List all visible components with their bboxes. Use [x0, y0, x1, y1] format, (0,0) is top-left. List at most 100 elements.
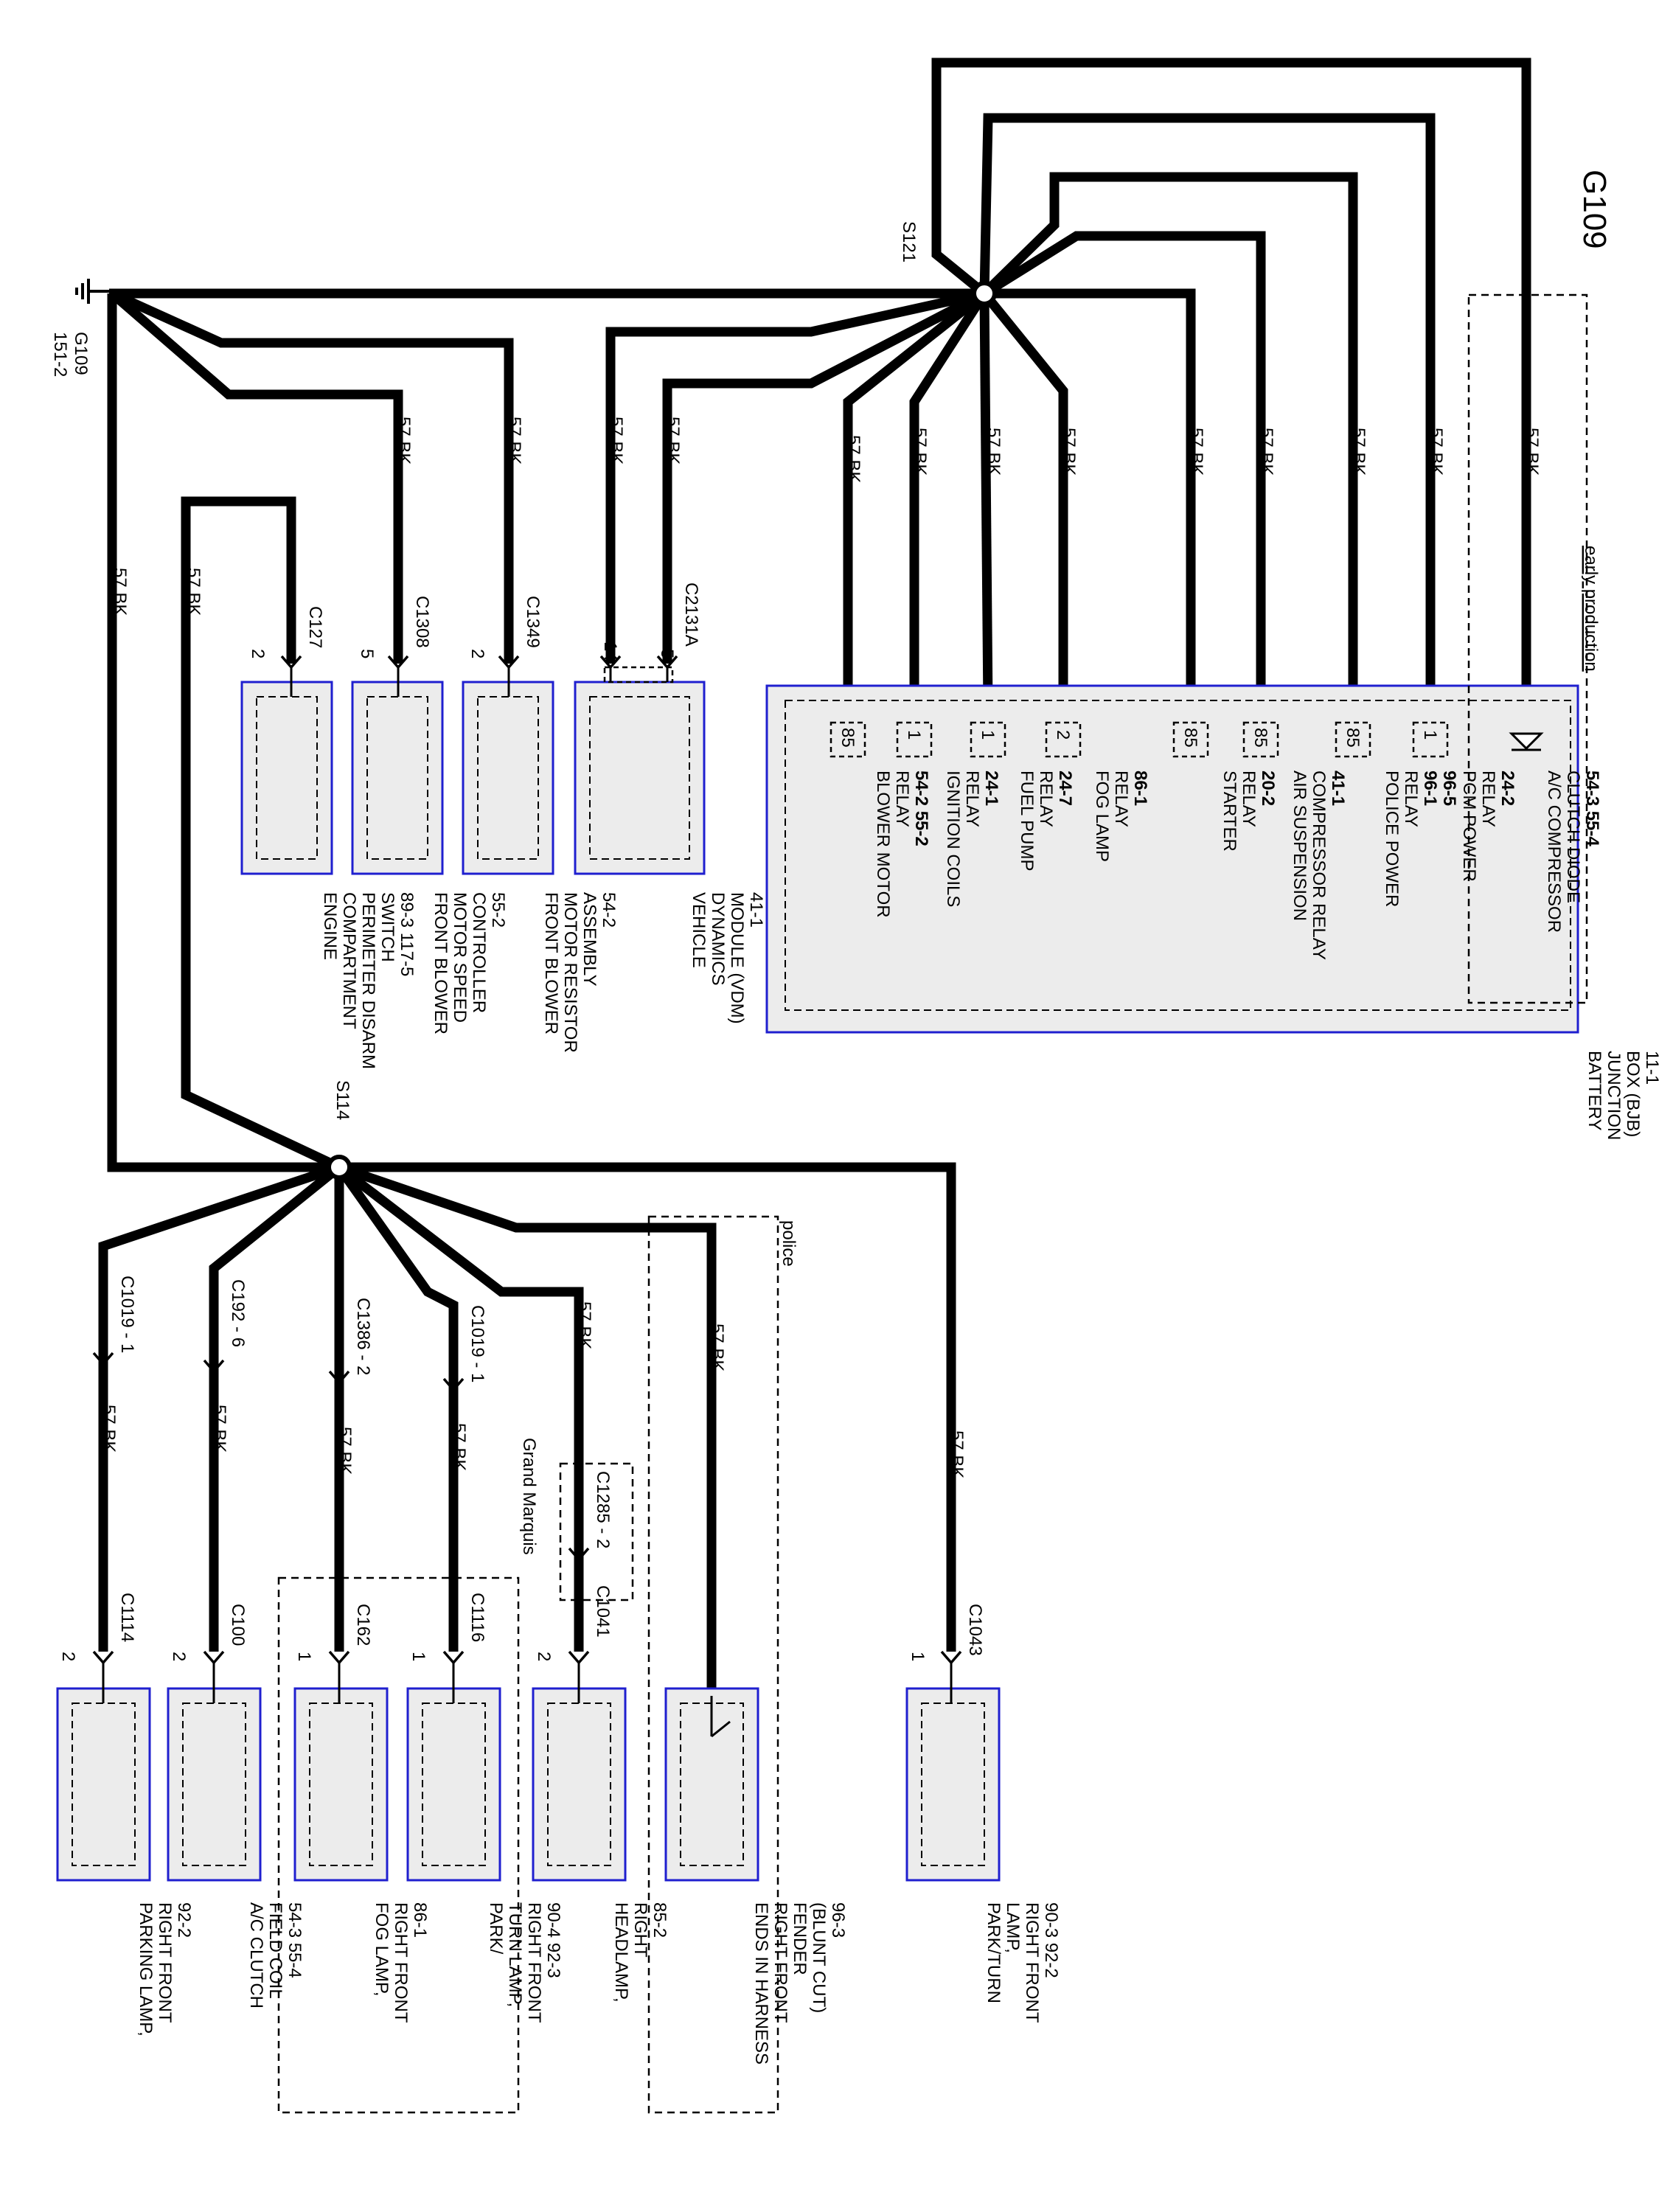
- connector-label: C1114: [117, 1593, 137, 1642]
- svg-text:RELAY: RELAY: [1239, 771, 1259, 827]
- inline-connector-label: C1019 - 1: [117, 1276, 137, 1353]
- svg-text:COMPRESSOR RELAY: COMPRESSOR RELAY: [1309, 771, 1329, 960]
- svg-text:89-3 117-5: 89-3 117-5: [397, 892, 417, 976]
- ground-page-ref: 151-2: [50, 332, 70, 377]
- wire-label: 57 BK: [606, 417, 626, 465]
- svg-text:FOG LAMP: FOG LAMP: [1092, 771, 1112, 862]
- svg-text:CONTROLLER: CONTROLLER: [469, 892, 489, 1013]
- svg-text:IGNITION COILS: IGNITION COILS: [943, 771, 963, 907]
- wire-label: 57 BK: [394, 417, 414, 465]
- svg-text:ENGINE: ENGINE: [320, 892, 340, 960]
- bjb-label: BATTERY JUNCTION BOX (BJB) 11-1: [1585, 1051, 1659, 1140]
- svg-text:24-7: 24-7: [1055, 771, 1075, 806]
- pin-number: 1: [1503, 730, 1523, 740]
- svg-text:MODULE (VDM): MODULE (VDM): [727, 892, 747, 1024]
- connector-chevron-icons: [280, 655, 678, 697]
- svg-text:86-1: 86-1: [410, 1902, 430, 1938]
- svg-text:RELAY: RELAY: [1401, 771, 1421, 827]
- svg-text:RIGHT FRONT: RIGHT FRONT: [391, 1902, 411, 2023]
- connector-label: C1349: [523, 596, 543, 648]
- connector-label: C1043: [965, 1604, 985, 1656]
- svg-text:RELAY: RELAY: [1036, 771, 1056, 827]
- diagram-title: G109: [1576, 170, 1613, 249]
- wire-label: 57 BK: [910, 428, 930, 476]
- svg-text:96-5: 96-5: [1439, 771, 1459, 806]
- wire-label: 57 BK: [1426, 428, 1446, 476]
- wire-label: 57 BK: [449, 1423, 469, 1471]
- inline-connector-label: C192 - 6: [228, 1279, 248, 1347]
- svg-text:(BLUNT CUT): (BLUNT CUT): [809, 1902, 829, 2013]
- relay-label: POLICE POWER RELAY 96-1 96-5: [1382, 771, 1459, 907]
- component-harness-end: [664, 1687, 759, 1882]
- component-blower-resistor: [462, 681, 554, 875]
- svg-text:RELAY: RELAY: [1111, 771, 1131, 827]
- component-label: PARK/ TURN LAMP, RIGHT FRONT 90-4 92-3: [486, 1902, 563, 2023]
- component-label: ENDS IN HARNESS RIGHT FRONT FENDER (BLUN…: [751, 1902, 848, 2065]
- svg-text:RIGHT: RIGHT: [630, 1902, 650, 1958]
- svg-text:COMPARTMENT: COMPARTMENT: [339, 892, 359, 1029]
- svg-text:AIR SUSPENSION: AIR SUSPENSION: [1290, 771, 1310, 921]
- svg-text:FENDER: FENDER: [790, 1902, 810, 1975]
- wire-label: 57 BK: [844, 435, 863, 483]
- pin-number: 1: [294, 1652, 314, 1661]
- wire-label: 57 BK: [574, 1301, 594, 1349]
- svg-text:PERIMETER DISARM: PERIMETER DISARM: [358, 892, 378, 1069]
- component-park-turn-lamp-rf: [905, 1687, 1001, 1882]
- pin-number: 85: [838, 728, 858, 748]
- splice-s114: [327, 1155, 352, 1180]
- svg-text:86-1: 86-1: [1130, 771, 1150, 806]
- inline-connector-label: C1386 - 2: [353, 1298, 373, 1375]
- wire-label: 57 BK: [984, 428, 1004, 476]
- svg-text:RIGHT FRONT: RIGHT FRONT: [1022, 1902, 1042, 2023]
- pin-number: 85: [1180, 728, 1200, 748]
- grand-marquis-region: [277, 1576, 520, 2114]
- wire-label: 57 BK: [947, 1430, 967, 1478]
- connector-label: C1041: [593, 1585, 613, 1638]
- svg-text:A/C COMPRESSOR: A/C COMPRESSOR: [1544, 771, 1564, 933]
- svg-text:55-2: 55-2: [488, 892, 508, 928]
- svg-text:PARK/TURN: PARK/TURN: [984, 1902, 1004, 2003]
- svg-text:RELAY: RELAY: [892, 771, 912, 827]
- svg-text:PARK/: PARK/: [486, 1902, 506, 1955]
- component-label: FRONT BLOWER MOTOR SPEED CONTROLLER 55-2: [431, 892, 508, 1034]
- wire-label: 57 BK: [1059, 428, 1079, 476]
- wire-label: 57 BK: [99, 1405, 119, 1453]
- wire-label: 57 BK: [1349, 428, 1368, 476]
- svg-text:FIELD COIL: FIELD COIL: [265, 1902, 285, 1999]
- svg-text:RELAY: RELAY: [1478, 771, 1498, 827]
- svg-text:96-3: 96-3: [828, 1902, 848, 1938]
- component-label: PARK/TURN LAMP, RIGHT FRONT 90-3 92-2: [984, 1902, 1061, 2023]
- ground-symbol-icon: [75, 279, 111, 304]
- component-ac-clutch-coil: [167, 1687, 262, 1882]
- wires: [98, 58, 1531, 1696]
- pin-number: 14: [600, 641, 620, 661]
- relay-label: IGNITION COILS RELAY 24-1: [943, 771, 1001, 907]
- svg-text:92-2: 92-2: [174, 1902, 194, 1938]
- svg-text:54-3 55-4: 54-3 55-4: [1582, 771, 1602, 846]
- battery-junction-box: [765, 293, 1588, 1034]
- wire-labels: 57 BK 57 BK 57 BK 57 BK 57 BK 57 BK 57 B…: [99, 417, 1542, 1478]
- svg-text:MOTOR RESISTOR: MOTOR RESISTOR: [560, 892, 580, 1053]
- wire-label: 57 BK: [707, 1324, 727, 1371]
- component-label: FRONT BLOWER MOTOR RESISTOR ASSEMBLY 54-…: [541, 892, 619, 1053]
- pin-number: 2: [467, 649, 487, 658]
- police-region: [647, 1215, 779, 2114]
- relay-label: A/C COMPRESSOR CLUTCH DIODE 54-3 55-4: [1544, 771, 1602, 933]
- pin-number: 2: [169, 1652, 189, 1661]
- svg-text:RIGHT FRONT: RIGHT FRONT: [155, 1902, 175, 2023]
- wire-label: 57 BK: [335, 1427, 355, 1475]
- component-label: PARKING LAMP, RIGHT FRONT 92-2: [136, 1902, 194, 2037]
- svg-text:ASSEMBLY: ASSEMBLY: [580, 892, 599, 987]
- component-blower-controller: [351, 681, 444, 875]
- component-label: A/C CLUTCH FIELD COIL 54-3 55-4: [246, 1902, 305, 2008]
- svg-text:24-1: 24-1: [981, 771, 1001, 806]
- svg-text:BLOWER MOTOR: BLOWER MOTOR: [873, 771, 893, 918]
- svg-text:A/C CLUTCH: A/C CLUTCH: [246, 1902, 266, 2008]
- svg-text:FRONT BLOWER: FRONT BLOWER: [541, 892, 561, 1034]
- wire-label: 57 BK: [184, 568, 204, 616]
- pin-number: 2: [1053, 730, 1073, 740]
- svg-text:41-1: 41-1: [1328, 771, 1348, 806]
- svg-text:MOTOR SPEED: MOTOR SPEED: [450, 892, 470, 1023]
- wire-label: 57 BK: [663, 417, 683, 465]
